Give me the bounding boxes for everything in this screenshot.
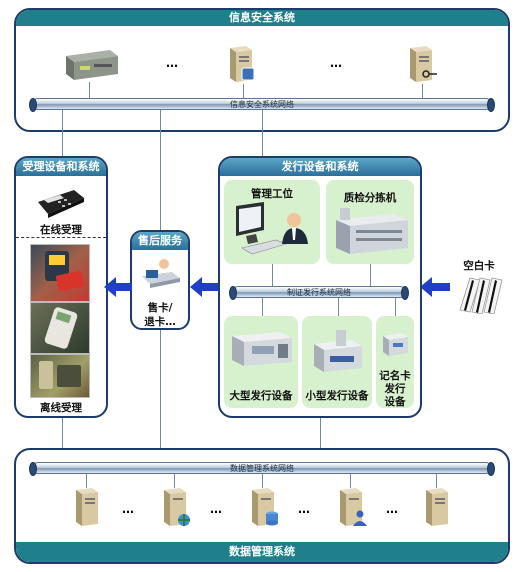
acceptance-title: 受理设备和系统 bbox=[16, 158, 106, 176]
server-key-icon bbox=[404, 44, 440, 84]
arrow-to-aftersales bbox=[190, 277, 220, 297]
bottom-ellipsis-2: … bbox=[210, 502, 223, 516]
workstation-bus-line bbox=[272, 264, 273, 286]
data-management-title: 数据管理系统 bbox=[16, 542, 508, 562]
server-4-line bbox=[350, 474, 351, 488]
server-2-line bbox=[174, 474, 175, 488]
data-management-bus: 数据管理系统网络 bbox=[29, 462, 495, 476]
aftersales-link-line-lower bbox=[160, 330, 161, 462]
info-security-bus: 信息安全系统网络 bbox=[29, 98, 495, 112]
issuing-title: 发行设备和系统 bbox=[220, 158, 420, 176]
server-user-icon bbox=[336, 486, 370, 528]
pos-terminal-icon bbox=[34, 184, 86, 220]
offline-terminal-photo bbox=[30, 354, 90, 398]
named-card-label-3: 设备 bbox=[384, 396, 406, 408]
aftersales-label-line1: 售卡/ bbox=[147, 302, 173, 314]
info-security-bus-label: 信息安全系统网络 bbox=[230, 100, 294, 109]
server-globe-icon bbox=[160, 486, 194, 528]
server-5-line bbox=[436, 474, 437, 488]
workstation-label: 管理工位 bbox=[251, 188, 293, 200]
named-card-box bbox=[376, 316, 414, 408]
blank-cards-icon bbox=[456, 274, 506, 315]
named-card-bus-line bbox=[395, 298, 396, 316]
server-icon bbox=[72, 486, 102, 528]
left-system-link-line-lower bbox=[62, 418, 63, 462]
arrow-from-blank-card bbox=[420, 277, 450, 297]
server-shield-icon bbox=[224, 44, 258, 84]
large-device-bus-line bbox=[262, 298, 263, 316]
data-management-bus-label: 数据管理系统网络 bbox=[230, 464, 294, 473]
bottom-ellipsis-1: … bbox=[122, 502, 135, 516]
server-key-drop-line bbox=[422, 84, 423, 98]
sorter-label: 质检分拣机 bbox=[343, 192, 397, 204]
bottom-ellipsis-3: … bbox=[298, 502, 311, 516]
named-card-label-1: 记名卡 bbox=[379, 370, 411, 382]
issuing-link-line bbox=[262, 110, 263, 158]
rack-device-icon bbox=[60, 46, 118, 82]
arrow-to-acceptance bbox=[104, 277, 132, 297]
server-shield-drop-line bbox=[243, 84, 244, 98]
issuing-link-line-lower bbox=[320, 418, 321, 462]
top-ellipsis-1: … bbox=[166, 56, 179, 70]
keypad-terminal-photo bbox=[30, 302, 90, 354]
workstation-computer-icon bbox=[228, 200, 318, 262]
info-security-title: 信息安全系统 bbox=[16, 10, 508, 26]
named-card-device-icon bbox=[380, 328, 410, 358]
issuing-bus: 制证发行系统网络 bbox=[229, 286, 409, 300]
large-device-label: 大型发行设备 bbox=[229, 390, 293, 402]
aftersales-link-line bbox=[160, 110, 161, 230]
top-ellipsis-2: … bbox=[330, 56, 343, 70]
acceptance-divider bbox=[16, 237, 106, 238]
large-issuing-device-icon bbox=[228, 326, 296, 370]
server-1-line bbox=[86, 474, 87, 488]
small-device-label: 小型发行设备 bbox=[305, 390, 369, 402]
small-issuing-device-icon bbox=[308, 326, 368, 376]
named-card-label-2: 发行 bbox=[384, 383, 406, 395]
server-database-icon bbox=[248, 486, 282, 528]
sorter-bus-line bbox=[370, 264, 371, 286]
offline-acceptance-label: 离线受理 bbox=[40, 402, 82, 414]
bottom-ellipsis-4: … bbox=[386, 502, 399, 516]
sorter-machine-icon bbox=[334, 206, 410, 258]
small-device-bus-line bbox=[338, 298, 339, 316]
aftersales-title: 售后服务 bbox=[132, 232, 188, 250]
card-reader-photo bbox=[30, 244, 90, 302]
left-system-link-line bbox=[62, 110, 63, 158]
service-desk-icon bbox=[138, 256, 182, 292]
online-acceptance-label: 在线受理 bbox=[40, 224, 82, 236]
aftersales-label-line2: 退卡… bbox=[144, 316, 176, 328]
rack-drop-line bbox=[89, 82, 90, 98]
blank-card-label: 空白卡 bbox=[463, 260, 495, 272]
server-3-line bbox=[262, 474, 263, 488]
server-icon-2 bbox=[422, 486, 452, 528]
issuing-bus-label: 制证发行系统网络 bbox=[287, 288, 351, 297]
